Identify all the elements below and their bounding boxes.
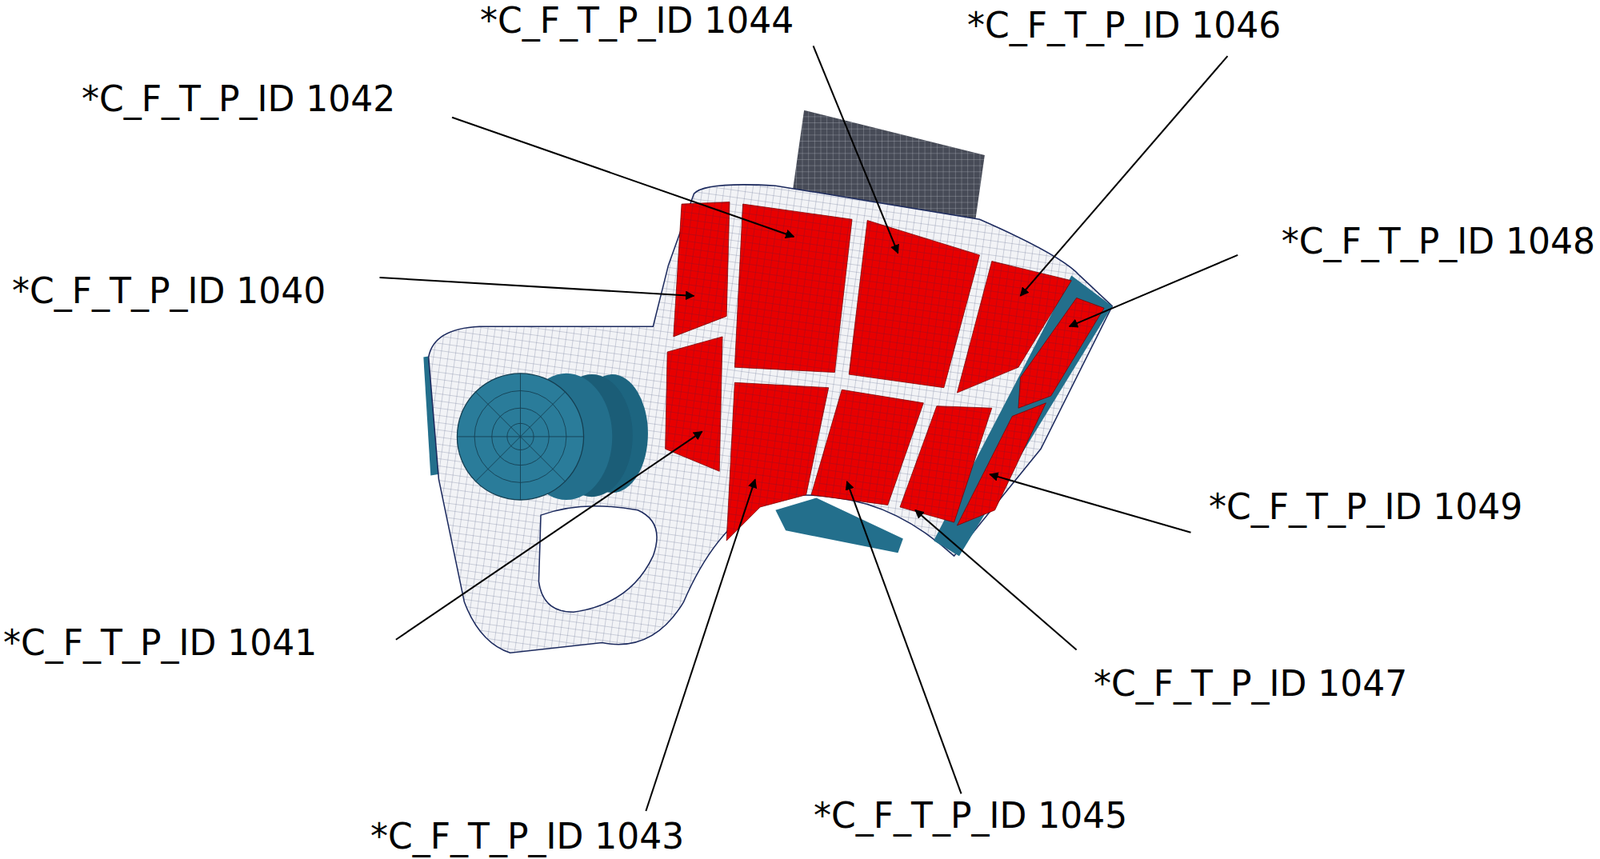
callout-label: *C_F_T_P_ID 1042 — [81, 81, 396, 117]
callout-label: *C_F_T_P_ID 1040 — [12, 273, 326, 309]
callout-label: *C_F_T_P_ID 1048 — [1281, 224, 1596, 260]
callout-label: *C_F_T_P_ID 1047 — [1093, 666, 1408, 702]
callout-label: *C_F_T_P_ID 1049 — [1208, 489, 1523, 525]
cylinder — [456, 373, 648, 500]
callout-label: *C_F_T_P_ID 1045 — [813, 798, 1128, 834]
callout-label: *C_F_T_P_ID 1043 — [370, 819, 684, 855]
contact-patches — [665, 202, 1104, 541]
callout-label: *C_F_T_P_ID 1044 — [480, 3, 794, 39]
callout-label: *C_F_T_P_ID 1041 — [3, 625, 317, 661]
housing — [428, 184, 1113, 653]
callout-label: *C_F_T_P_ID 1046 — [967, 8, 1281, 44]
